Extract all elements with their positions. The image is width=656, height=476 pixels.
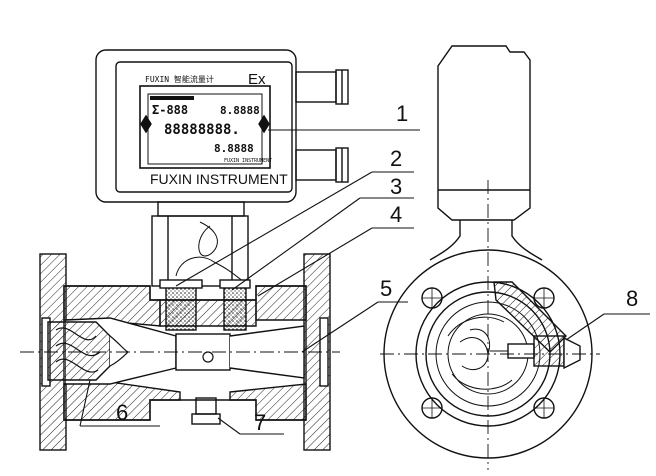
lcd-content: FUXIN 智能流量计 Ex Σ-888 8.8888 88888888. 8.… xyxy=(145,71,288,187)
callout-6: 6 xyxy=(116,400,128,425)
callout-5: 5 xyxy=(380,276,392,301)
callout-4: 4 xyxy=(390,202,402,227)
lcd-row1-right: 8.8888 xyxy=(220,104,260,117)
front-view xyxy=(20,49,349,451)
left-key-icon xyxy=(140,114,152,134)
callout-labels: 1 2 3 4 5 6 7 8 xyxy=(116,101,638,435)
callouts xyxy=(79,129,650,435)
brand-small-label: FUXIN 智能流量计 xyxy=(145,74,214,84)
cable-gland-top xyxy=(295,71,337,103)
lcd-row3: 8.8888 xyxy=(214,142,254,155)
right-key-icon xyxy=(258,114,270,134)
callout-8: 8 xyxy=(626,286,638,311)
converter-front-panel xyxy=(115,61,293,193)
lcd-bezel xyxy=(139,85,271,169)
cable-gland-bottom xyxy=(295,149,337,181)
callout-3: 3 xyxy=(390,174,402,199)
side-view xyxy=(380,45,600,470)
swirler-blades xyxy=(459,328,490,370)
lcd-row1-left: Σ-888 xyxy=(152,103,188,117)
nameplate-text: FUXIN INSTRUMENT xyxy=(150,171,288,187)
bolt-holes xyxy=(421,287,555,419)
ex-mark: Ex xyxy=(248,71,266,88)
probe-fitting xyxy=(533,335,565,367)
callout-2: 2 xyxy=(390,146,402,171)
callout-7: 7 xyxy=(254,410,266,435)
lcd-footer: FUXIN INSTRUMENT xyxy=(224,158,272,164)
converter-side xyxy=(437,45,531,221)
lcd-row2-total: 88888888. xyxy=(164,122,240,138)
callout-1: 1 xyxy=(396,101,408,126)
swirl-generator xyxy=(47,321,130,381)
